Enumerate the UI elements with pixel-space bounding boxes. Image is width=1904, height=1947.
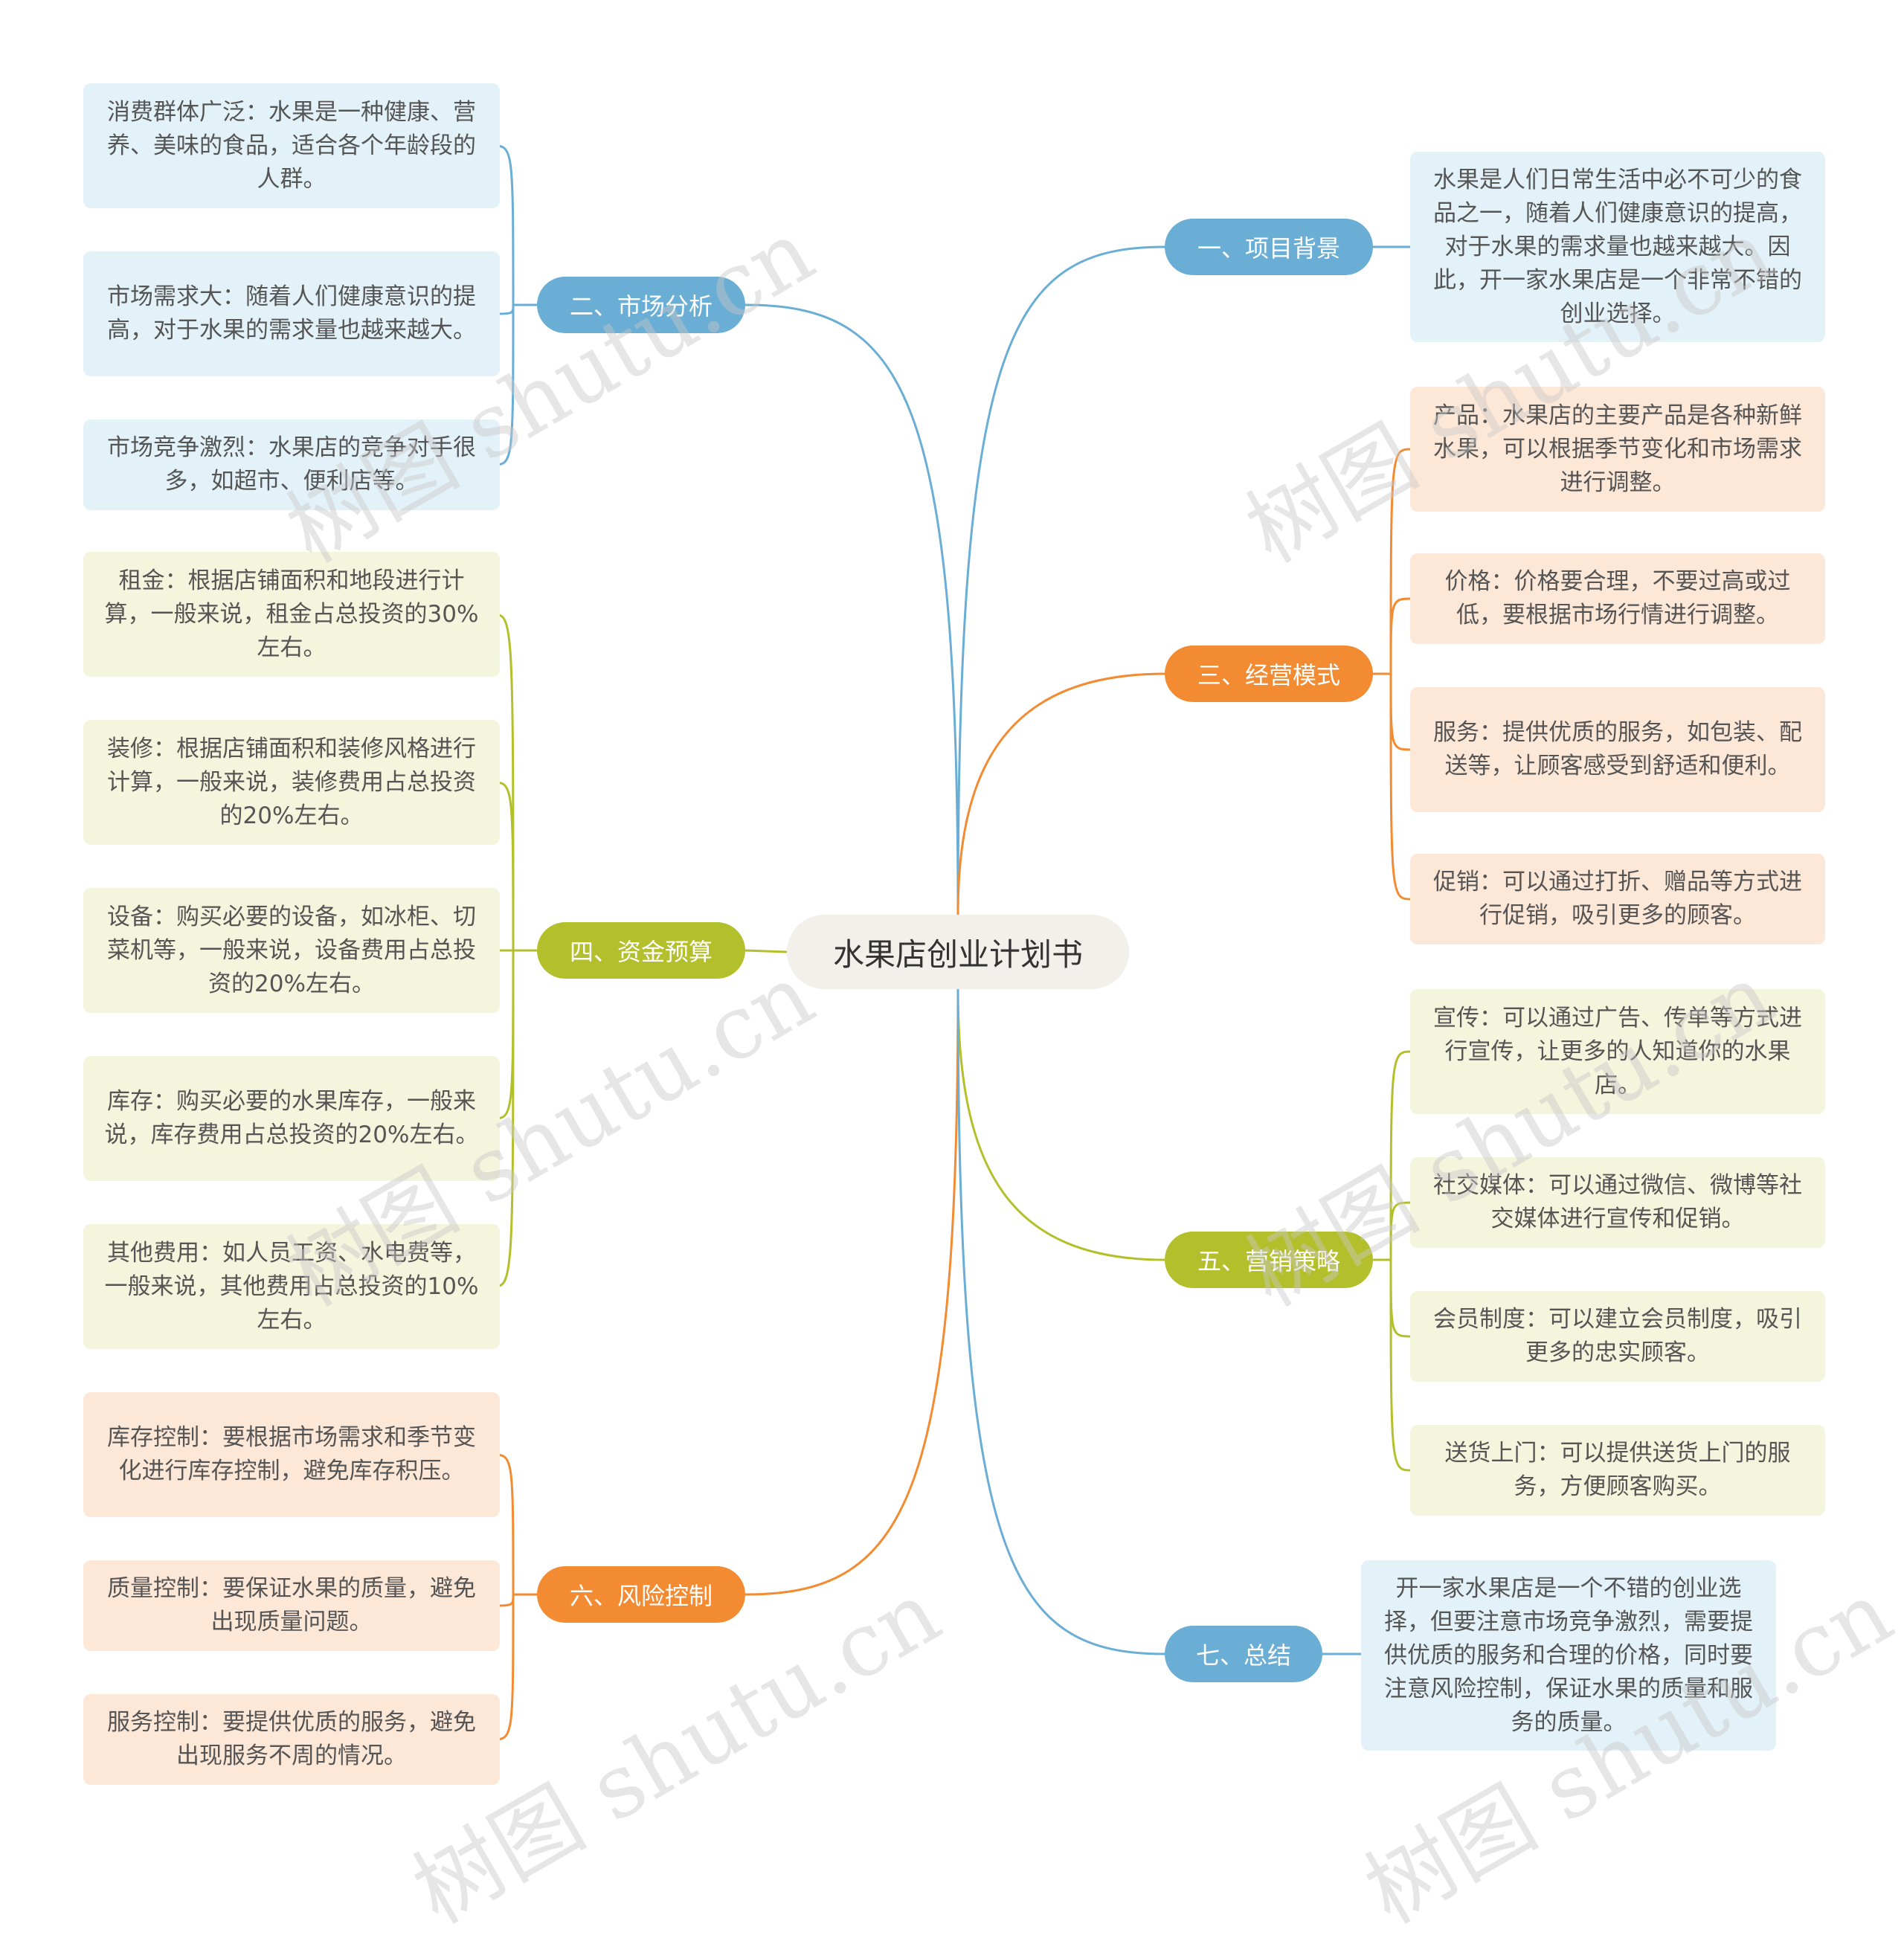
connector-branch-leaf xyxy=(1389,448,1412,675)
connector-center-branch xyxy=(956,988,1165,1655)
connector-branch-leaf xyxy=(1389,673,1412,751)
branch-project-background[interactable]: 一、项目背景 xyxy=(1165,219,1373,275)
branch-market-analysis[interactable]: 二、市场分析 xyxy=(537,277,745,333)
connector-branch-leaf xyxy=(1389,673,1412,901)
branch-risk-control[interactable]: 六、风险控制 xyxy=(537,1566,745,1623)
connector-center-branch xyxy=(956,672,1165,915)
branch-marketing[interactable]: 五、营销策略 xyxy=(1165,1232,1373,1288)
leaf-market-demand[interactable]: 市场需求大：随着人们健康意识的提高，对于水果的需求量也越来越大。 xyxy=(83,251,500,376)
leaf-model-service[interactable]: 服务：提供优质的服务，如包装、配送等，让顾客感受到舒适和便利。 xyxy=(1410,687,1825,812)
connector-branch-leaf xyxy=(1389,1259,1412,1338)
leaf-marketing-social[interactable]: 社交媒体：可以通过微信、微博等社交媒体进行宣传和促销。 xyxy=(1410,1157,1825,1248)
leaf-budget-rent[interactable]: 租金：根据店铺面积和地段进行计算，一般来说，租金占总投资的30%左右。 xyxy=(83,552,500,677)
connector-branch-leaf xyxy=(1389,1259,1412,1472)
branch-budget[interactable]: 四、资金预算 xyxy=(537,922,745,979)
central-topic[interactable]: 水果店创业计划书 xyxy=(787,915,1129,989)
leaf-marketing-publicity[interactable]: 宣传：可以通过广告、传单等方式进行宣传，让更多的人知道你的水果店。 xyxy=(1410,989,1825,1114)
connector-center-branch xyxy=(744,303,959,915)
connector-center-branch xyxy=(744,988,959,1596)
leaf-model-promotion[interactable]: 促销：可以通过打折、赠品等方式进行促销，吸引更多的顾客。 xyxy=(1410,854,1825,944)
leaf-background-text[interactable]: 水果是人们日常生活中必不可少的食品之一，随着人们健康意识的提高，对于水果的需求量… xyxy=(1410,152,1825,342)
leaf-model-product[interactable]: 产品：水果店的主要产品是各种新鲜水果，可以根据季节变化和市场需求进行调整。 xyxy=(1410,387,1825,512)
leaf-risk-service[interactable]: 服务控制：要提供优质的服务，避免出现服务不周的情况。 xyxy=(83,1694,500,1785)
leaf-risk-inventory[interactable]: 库存控制：要根据市场需求和季节变化进行库存控制，避免库存积压。 xyxy=(83,1392,500,1517)
leaf-marketing-membership[interactable]: 会员制度：可以建立会员制度，吸引更多的忠实顾客。 xyxy=(1410,1291,1825,1382)
leaf-risk-quality[interactable]: 质量控制：要保证水果的质量，避免出现质量问题。 xyxy=(83,1560,500,1651)
leaf-budget-inventory[interactable]: 库存：购买必要的水果库存，一般来说，库存费用占总投资的20%左右。 xyxy=(83,1056,500,1181)
connector-branch-leaf xyxy=(1389,1201,1412,1261)
connector-center-branch xyxy=(956,245,1165,915)
leaf-market-consumers[interactable]: 消费群体广泛：水果是一种健康、营养、美味的食品，适合各个年龄段的人群。 xyxy=(83,83,500,208)
branch-summary[interactable]: 七、总结 xyxy=(1165,1626,1322,1682)
leaf-model-price[interactable]: 价格：价格要合理，不要过高或过低，要根据市场行情进行调整。 xyxy=(1410,553,1825,644)
leaf-marketing-delivery[interactable]: 送货上门：可以提供送货上门的服务，方便顾客购买。 xyxy=(1410,1425,1825,1516)
leaf-budget-other[interactable]: 其他费用：如人员工资、水电费等，一般来说，其他费用占总投资的10%左右。 xyxy=(83,1224,500,1349)
connector-center-branch xyxy=(956,988,1165,1261)
connector-branch-leaf xyxy=(1389,1050,1412,1261)
leaf-summary-text[interactable]: 开一家水果店是一个不错的创业选择，但要注意市场竞争激烈，需要提供优质的服务和合理… xyxy=(1361,1560,1776,1751)
leaf-budget-equipment[interactable]: 设备：购买必要的设备，如冰柜、切菜机等，一般来说，设备费用占总投资的20%左右。 xyxy=(83,888,500,1013)
branch-business-model[interactable]: 三、经营模式 xyxy=(1165,646,1373,702)
connector-center-branch xyxy=(744,949,788,953)
leaf-market-competition[interactable]: 市场竞争激烈：水果店的竞争对手很多，如超市、便利店等。 xyxy=(83,419,500,510)
connector-branch-leaf xyxy=(1389,597,1412,675)
leaf-budget-decoration[interactable]: 装修：根据店铺面积和装修风格进行计算，一般来说，装修费用占总投资的20%左右。 xyxy=(83,720,500,845)
